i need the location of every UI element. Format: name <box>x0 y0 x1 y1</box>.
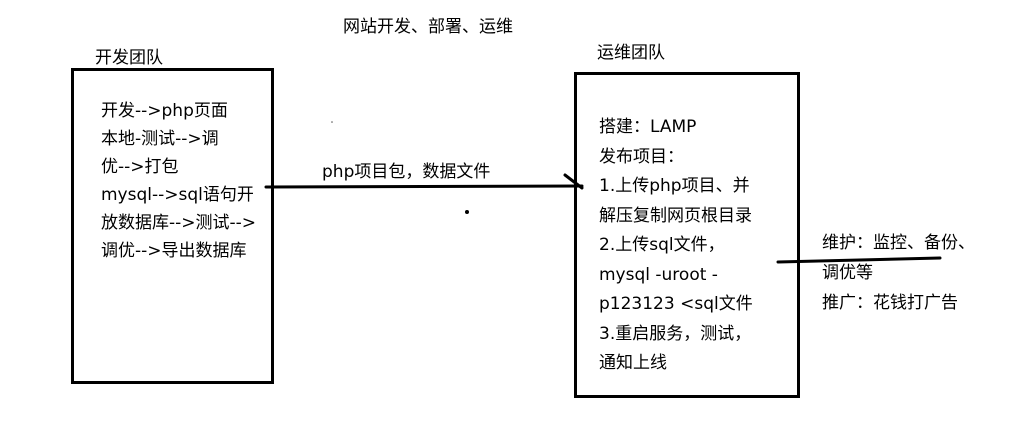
ops-step: 2.上传sql文件， <box>599 235 725 255</box>
ops-step: 搭建：LAMP <box>599 117 697 137</box>
maintenance-note: 调优等 <box>822 263 873 283</box>
handoff-label: php项目包，数据文件 <box>322 162 491 182</box>
ops-team-label: 运维团队 <box>597 43 665 63</box>
ops-team-box <box>574 72 800 398</box>
maintenance-line <box>776 256 942 264</box>
ops-step: p123123 <sql文件 <box>599 294 753 314</box>
ops-step: 3.重启服务，测试， <box>599 323 752 344</box>
dev-step: 放数据库-->测试--> <box>101 213 257 233</box>
maintenance-notes: 维护：监控、备份、 调优等 推广：花钱打广告 <box>822 228 975 318</box>
dev-team-label: 开发团队 <box>95 48 163 68</box>
ops-step: 发布项目： <box>599 146 684 167</box>
promotion-note: 推广：花钱打广告 <box>822 293 958 313</box>
handoff-arrow-head <box>563 173 584 190</box>
dev-step: 调优-->导出数据库 <box>101 241 247 261</box>
ops-step: mysql -uroot - <box>599 264 718 285</box>
ops-step: 通知上线 <box>599 353 667 373</box>
ops-team-steps: 搭建：LAMP 发布项目： 1.上传php项目、并 解压复制网页根目录 2.上传… <box>599 113 753 379</box>
dev-step: 本地-测试-->调 <box>101 129 219 149</box>
maintenance-note: 维护：监控、备份、 <box>822 233 975 253</box>
dev-team-box <box>71 68 274 384</box>
dev-team-steps: 开发-->php页面 本地-测试-->调 优-->打包 mysql-->sql语… <box>101 97 256 265</box>
diagram-title: 网站开发、部署、运维 <box>343 17 513 37</box>
stray-speck <box>331 121 333 123</box>
dev-step: 优-->打包 <box>101 157 179 177</box>
ops-step: 1.上传php项目、并 <box>599 176 750 196</box>
dev-step: mysql-->sql语句开 <box>101 185 254 205</box>
handoff-arrow-line <box>264 184 584 189</box>
stray-dot <box>465 210 469 214</box>
dev-step: 开发-->php页面 <box>101 101 228 121</box>
ops-step: 解压复制网页根目录 <box>599 205 752 226</box>
